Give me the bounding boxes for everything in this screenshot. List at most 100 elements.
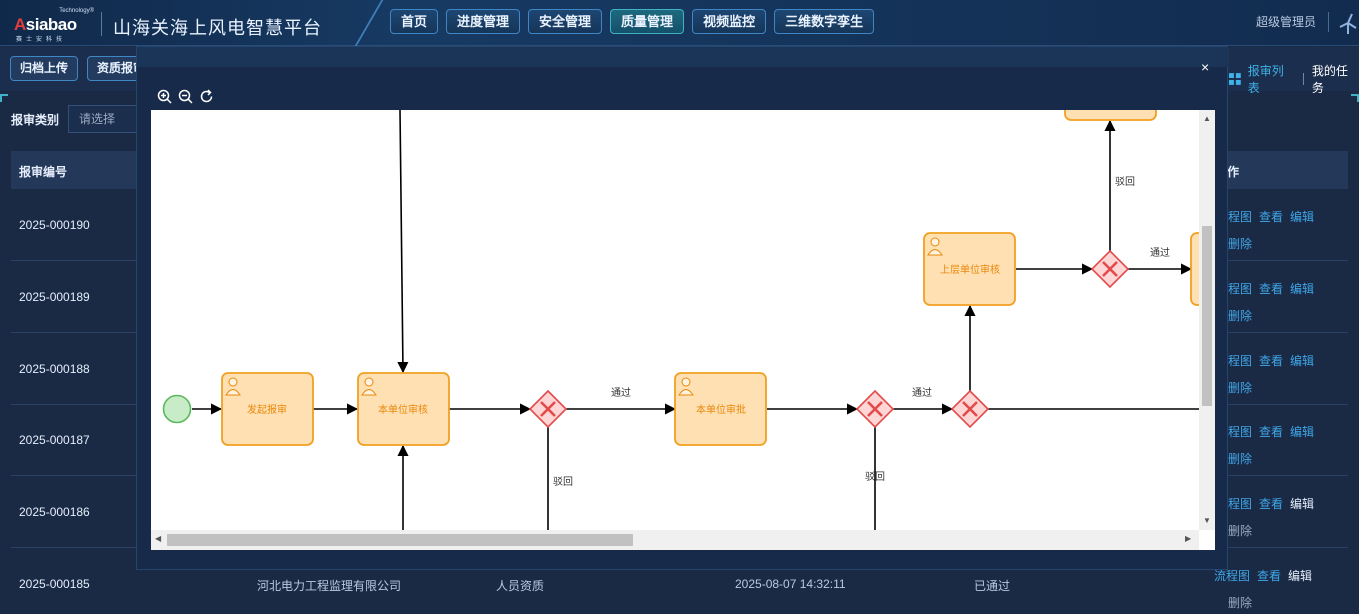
archive-upload-button[interactable]: 归档上传 [10, 56, 79, 81]
row-code: 2025-000188 [19, 362, 90, 376]
svg-text:发起报审: 发起报审 [247, 403, 287, 416]
gateway-3[interactable] [950, 389, 990, 429]
top-header: Technology® Asiabao 赛士安科技 山海关海上风电智慧平台 首页… [0, 0, 1359, 46]
row-ops: 程图查看编辑 删除 [1214, 419, 1324, 473]
scroll-down-icon[interactable]: ▼ [1203, 516, 1211, 525]
app-title: 山海关海上风电智慧平台 [113, 18, 322, 38]
edit-link[interactable]: 编辑 [1290, 282, 1315, 296]
flow-chart-link[interactable]: 流程图 [1214, 569, 1251, 583]
view-link[interactable]: 查看 [1259, 354, 1284, 368]
view-link[interactable]: 查看 [1259, 282, 1284, 296]
nav-progress[interactable]: 进度管理 [446, 9, 521, 34]
task-upper-check[interactable]: 上层单位审核 [923, 232, 1016, 306]
main-nav: 首页 进度管理 安全管理 质量管理 视频监控 三维数字孪生 [390, 9, 875, 34]
label-pass: 通过 [1150, 246, 1170, 259]
edit-link[interactable]: 编辑 [1290, 425, 1315, 439]
delete-link[interactable]: 删除 [1228, 452, 1253, 466]
scroll-up-icon[interactable]: ▲ [1203, 114, 1211, 123]
vertical-scroll-thumb[interactable] [1202, 226, 1212, 406]
label-reject: 驳回 [1115, 176, 1135, 188]
edit-link[interactable]: 编辑 [1290, 210, 1315, 224]
close-icon[interactable]: × [1201, 59, 1210, 75]
scroll-left-icon[interactable]: ◀ [155, 534, 162, 543]
zoom-toolbar [157, 89, 214, 104]
task-unit-check[interactable]: 本单位审核 [357, 372, 450, 446]
delete-link[interactable]: 删除 [1228, 524, 1253, 538]
task-partial-top[interactable] [1064, 110, 1157, 121]
view-link[interactable]: 查看 [1259, 210, 1284, 224]
category-select[interactable]: 请选择 [68, 105, 136, 133]
row-ops: 程图查看编辑 删除 [1214, 491, 1324, 545]
delete-link[interactable]: 删除 [1228, 596, 1253, 610]
row-ops: 程图查看编辑 删除 [1214, 276, 1324, 330]
horizontal-scrollbar[interactable]: ◀ ▶ [151, 530, 1199, 550]
wind-turbine-icon[interactable] [1338, 12, 1359, 34]
gateway-4[interactable] [1090, 249, 1130, 289]
flow-chart-link[interactable]: 程图 [1228, 282, 1253, 296]
task-start-review[interactable]: 发起报审 [221, 372, 314, 446]
row-code: 2025-000185 [19, 577, 90, 591]
task-partial-right[interactable] [1190, 232, 1199, 306]
delete-link[interactable]: 删除 [1228, 237, 1253, 251]
zoom-out-icon[interactable] [178, 89, 193, 104]
view-link[interactable]: 查看 [1259, 497, 1284, 511]
flow-labels: 通过 通过 通过 驳回 驳回 驳回 [553, 176, 1170, 488]
task-unit-approve[interactable]: 本单位审批 [674, 372, 767, 446]
user-task-icon [225, 377, 241, 396]
view-switch: 报审列表 我的任务 [1229, 62, 1359, 96]
table-row: 2025-000185 河北电力工程监理有限公司 人员资质 2025-08-07… [11, 549, 1348, 614]
row-time: 2025-08-07 14:32:11 [735, 577, 846, 591]
svg-text:本单位审核: 本单位审核 [378, 403, 428, 416]
user-task-icon [927, 237, 943, 256]
row-company: 河北电力工程监理有限公司 [257, 579, 402, 593]
scroll-right-icon[interactable]: ▶ [1185, 534, 1192, 543]
frame-corner [0, 94, 8, 102]
view-link[interactable]: 查看 [1259, 425, 1284, 439]
user-icons [225, 237, 943, 396]
nav-safety[interactable]: 安全管理 [528, 9, 603, 34]
delete-link[interactable]: 删除 [1228, 309, 1253, 323]
review-list-link[interactable]: 报审列表 [1247, 64, 1284, 95]
gateway-2[interactable] [855, 389, 895, 429]
modal-header [137, 47, 1229, 67]
filter-label: 报审类别 [11, 113, 60, 127]
row-ops: 程图查看编辑 删除 [1214, 348, 1324, 402]
header-divider [101, 12, 102, 36]
label-pass: 通过 [611, 386, 631, 399]
flow-chart-link[interactable]: 程图 [1228, 210, 1253, 224]
vertical-scrollbar[interactable]: ▲ ▼ [1199, 110, 1215, 530]
delete-link[interactable]: 删除 [1228, 381, 1253, 395]
row-code: 2025-000189 [19, 290, 90, 304]
nav-quality[interactable]: 质量管理 [610, 9, 685, 34]
zoom-in-icon[interactable] [157, 89, 172, 104]
svg-text:上层单位审核: 上层单位审核 [940, 263, 1000, 276]
user-divider [1328, 12, 1329, 32]
diagram-canvas[interactable]: 通过 通过 通过 驳回 驳回 驳回 发起报审 本单位审核 [151, 110, 1215, 550]
gateway-1[interactable] [528, 389, 568, 429]
nav-digital-twin[interactable]: 三维数字孪生 [774, 9, 875, 34]
nav-video[interactable]: 视频监控 [692, 9, 767, 34]
flow-chart-link[interactable]: 程图 [1228, 497, 1253, 511]
flow-chart-link[interactable]: 程图 [1228, 425, 1253, 439]
row-code: 2025-000190 [19, 218, 90, 232]
edit-link[interactable]: 编辑 [1290, 497, 1315, 511]
nav-home[interactable]: 首页 [390, 9, 439, 34]
row-ops: 程图查看编辑 删除 [1214, 204, 1324, 258]
user-name[interactable]: 超级管理员 [1256, 15, 1317, 29]
logo-name: Asiabao [14, 15, 77, 34]
label-reject: 驳回 [553, 476, 573, 488]
flow-chart-link[interactable]: 程图 [1228, 354, 1253, 368]
row-ops: 流程图查看编辑 删除 [1214, 563, 1324, 614]
row-status: 已通过 [974, 579, 1011, 593]
view-link[interactable]: 查看 [1257, 569, 1282, 583]
my-tasks-link[interactable]: 我的任务 [1311, 64, 1348, 95]
col-ops-header: 作 [1227, 165, 1240, 179]
edit-link[interactable]: 编辑 [1290, 354, 1315, 368]
horizontal-scroll-thumb[interactable] [167, 534, 633, 546]
start-event[interactable] [162, 394, 192, 424]
header-decoration [316, 0, 384, 46]
reset-icon[interactable] [199, 89, 214, 104]
row-code: 2025-000186 [19, 505, 90, 519]
company-logo: Technology® Asiabao 赛士安科技 [14, 8, 94, 43]
edit-link[interactable]: 编辑 [1288, 569, 1313, 583]
